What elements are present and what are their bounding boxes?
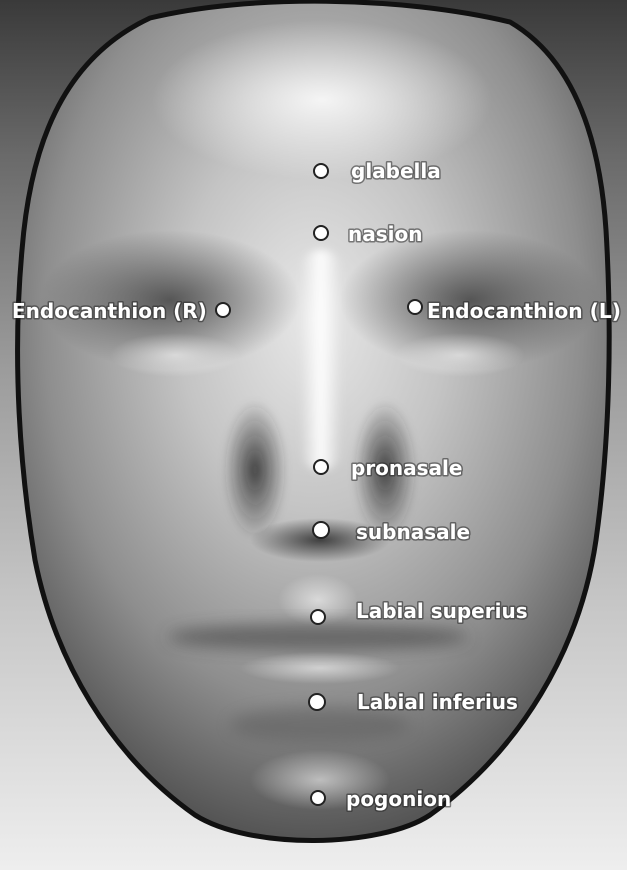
landmark-dot: [314, 460, 328, 474]
landmark-label: pronasale: [351, 456, 462, 480]
landmark-dot: [311, 610, 325, 624]
lip-line-shadow: [168, 623, 468, 651]
lower-lip-highlight: [240, 652, 400, 684]
nose-ridge-highlight: [300, 250, 342, 470]
landmark-dot: [314, 164, 328, 178]
right-cheek-highlight: [110, 333, 240, 377]
landmark-dot: [216, 303, 230, 317]
landmark-label: glabella: [351, 159, 441, 183]
landmark-label: pogonion: [346, 787, 451, 811]
landmark-endocanthion-l: Endocanthion (L): [408, 299, 621, 323]
landmark-label: Endocanthion (R): [12, 299, 207, 323]
landmark-label: nasion: [348, 222, 422, 246]
landmark-dot: [313, 522, 329, 538]
landmark-label: Labial superius: [356, 599, 528, 623]
landmark-dot: [408, 300, 422, 314]
forehead-highlight: [152, 20, 492, 180]
landmark-label: subnasale: [356, 520, 470, 544]
landmark-dot: [309, 694, 325, 710]
right-nose-side-shadow: [223, 400, 287, 540]
landmark-label: Labial inferius: [357, 690, 518, 714]
landmark-label: Endocanthion (L): [427, 299, 621, 323]
landmark-endocanthion-r: Endocanthion (R): [12, 299, 230, 323]
left-cheek-highlight: [395, 333, 525, 377]
landmark-dot: [314, 226, 328, 240]
landmark-dot: [311, 791, 325, 805]
